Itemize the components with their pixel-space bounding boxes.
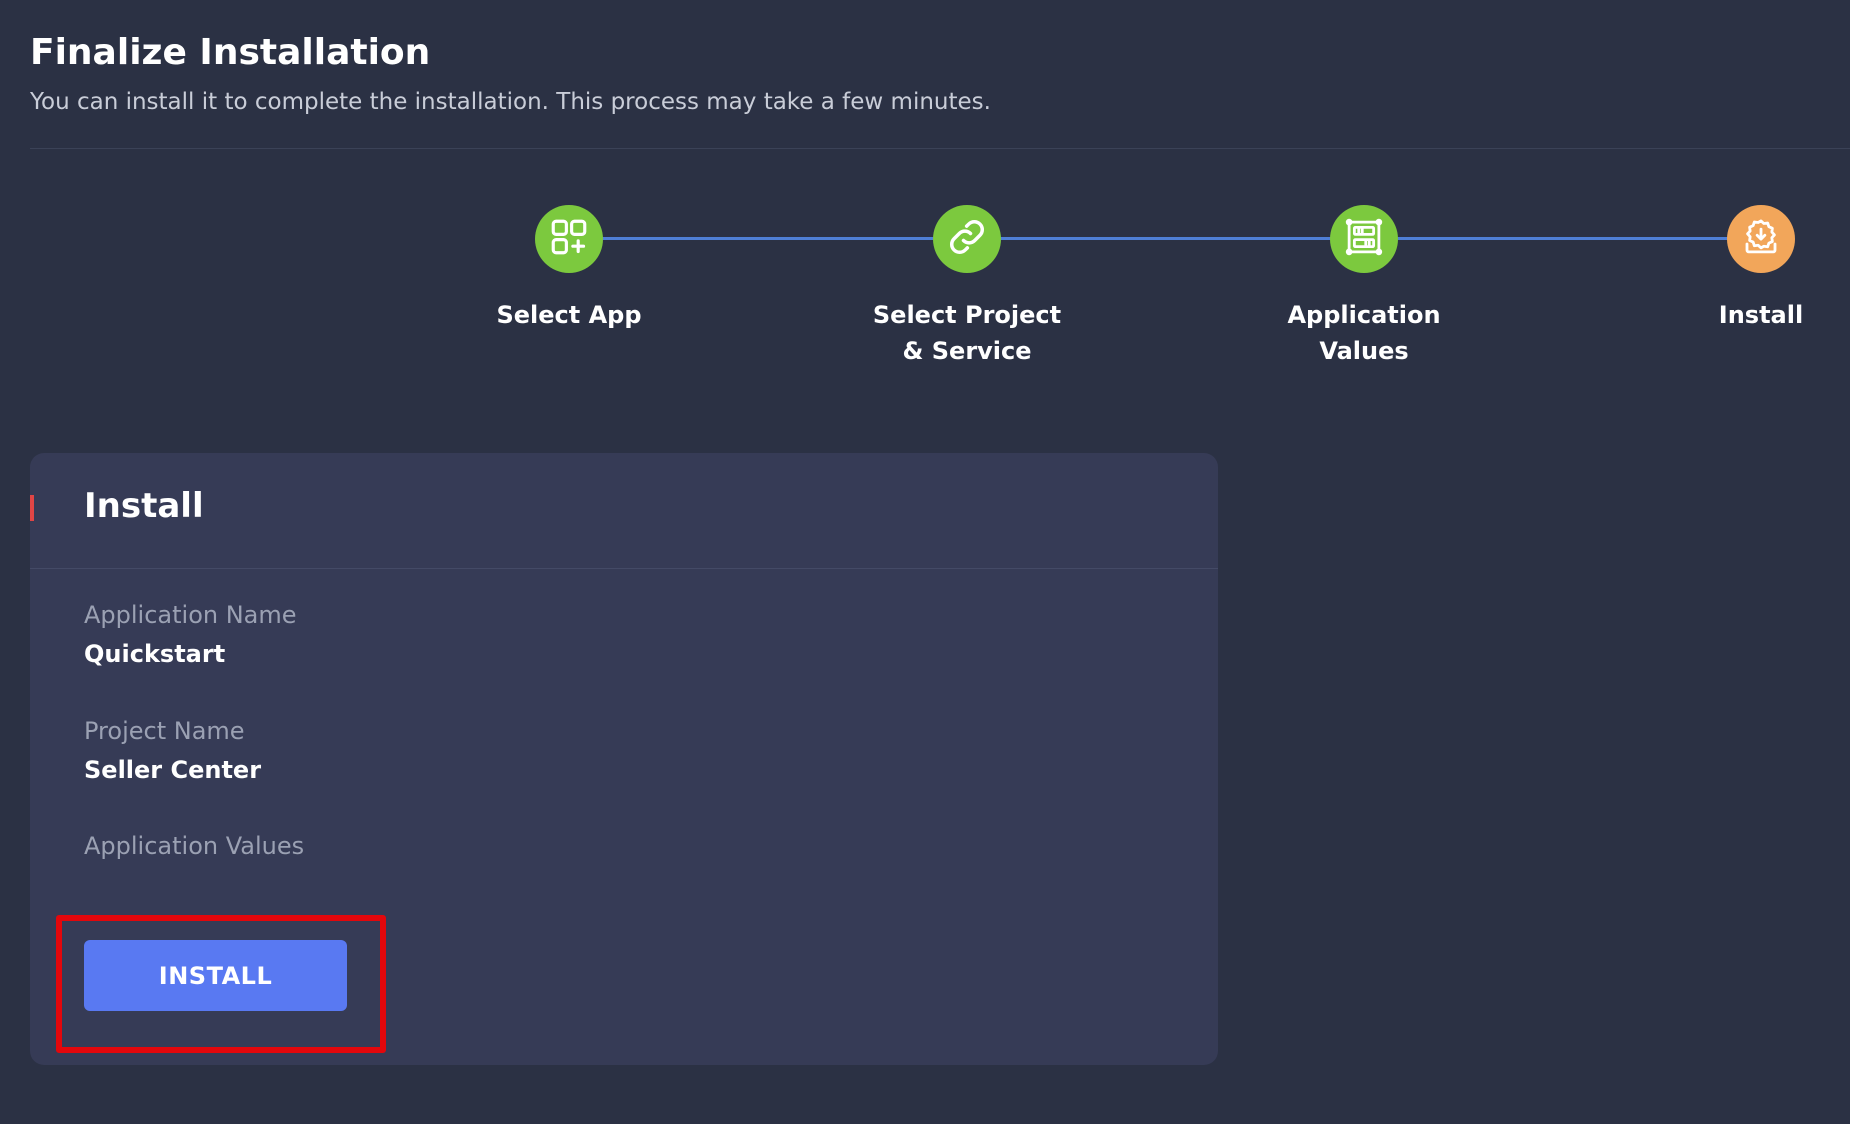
step-connector [602, 237, 942, 240]
step-label: Select App [496, 301, 642, 329]
field-value: Quickstart [84, 640, 226, 668]
field-label: Project Name [84, 717, 245, 745]
page-subtitle: You can install it to complete the insta… [30, 89, 991, 115]
field-label: Application Name [84, 601, 297, 629]
step-label: Select Project & Service [872, 301, 1062, 365]
step-application-values[interactable]: Application Values [1244, 205, 1484, 369]
step-select-project-service[interactable]: Select Project & Service [847, 205, 1087, 369]
install-button[interactable]: INSTALL [84, 940, 347, 1011]
field-application-name: Application Name Quickstart [84, 599, 297, 670]
field-value: Seller Center [84, 756, 262, 784]
field-application-values: Application Values [84, 830, 304, 862]
step-circle [535, 205, 603, 273]
step-label: Application Values [1287, 301, 1441, 365]
apps-add-icon [548, 216, 590, 262]
field-project-name: Project Name Seller Center [84, 715, 261, 786]
card-title: Install [84, 486, 204, 526]
page-title: Finalize Installation [30, 32, 431, 73]
step-circle [933, 205, 1001, 273]
install-gear-icon [1740, 216, 1782, 262]
server-values-icon [1343, 216, 1385, 262]
step-connector [1397, 237, 1738, 240]
step-select-app[interactable]: Select App [449, 205, 689, 333]
step-circle [1727, 205, 1795, 273]
step-connector [1000, 237, 1340, 240]
card-header: Install [30, 453, 1218, 569]
link-icon [946, 216, 988, 262]
page-header: Finalize Installation You can install it… [30, 30, 1850, 118]
step-circle [1330, 205, 1398, 273]
install-button-highlight [56, 915, 386, 1053]
installation-stepper: Select App Select Project & Service [0, 205, 1850, 385]
step-label: Install [1718, 301, 1804, 329]
field-label: Application Values [84, 832, 305, 860]
step-install[interactable]: Install [1641, 205, 1850, 333]
header-divider [30, 148, 1850, 149]
card-accent-bar [30, 495, 34, 521]
